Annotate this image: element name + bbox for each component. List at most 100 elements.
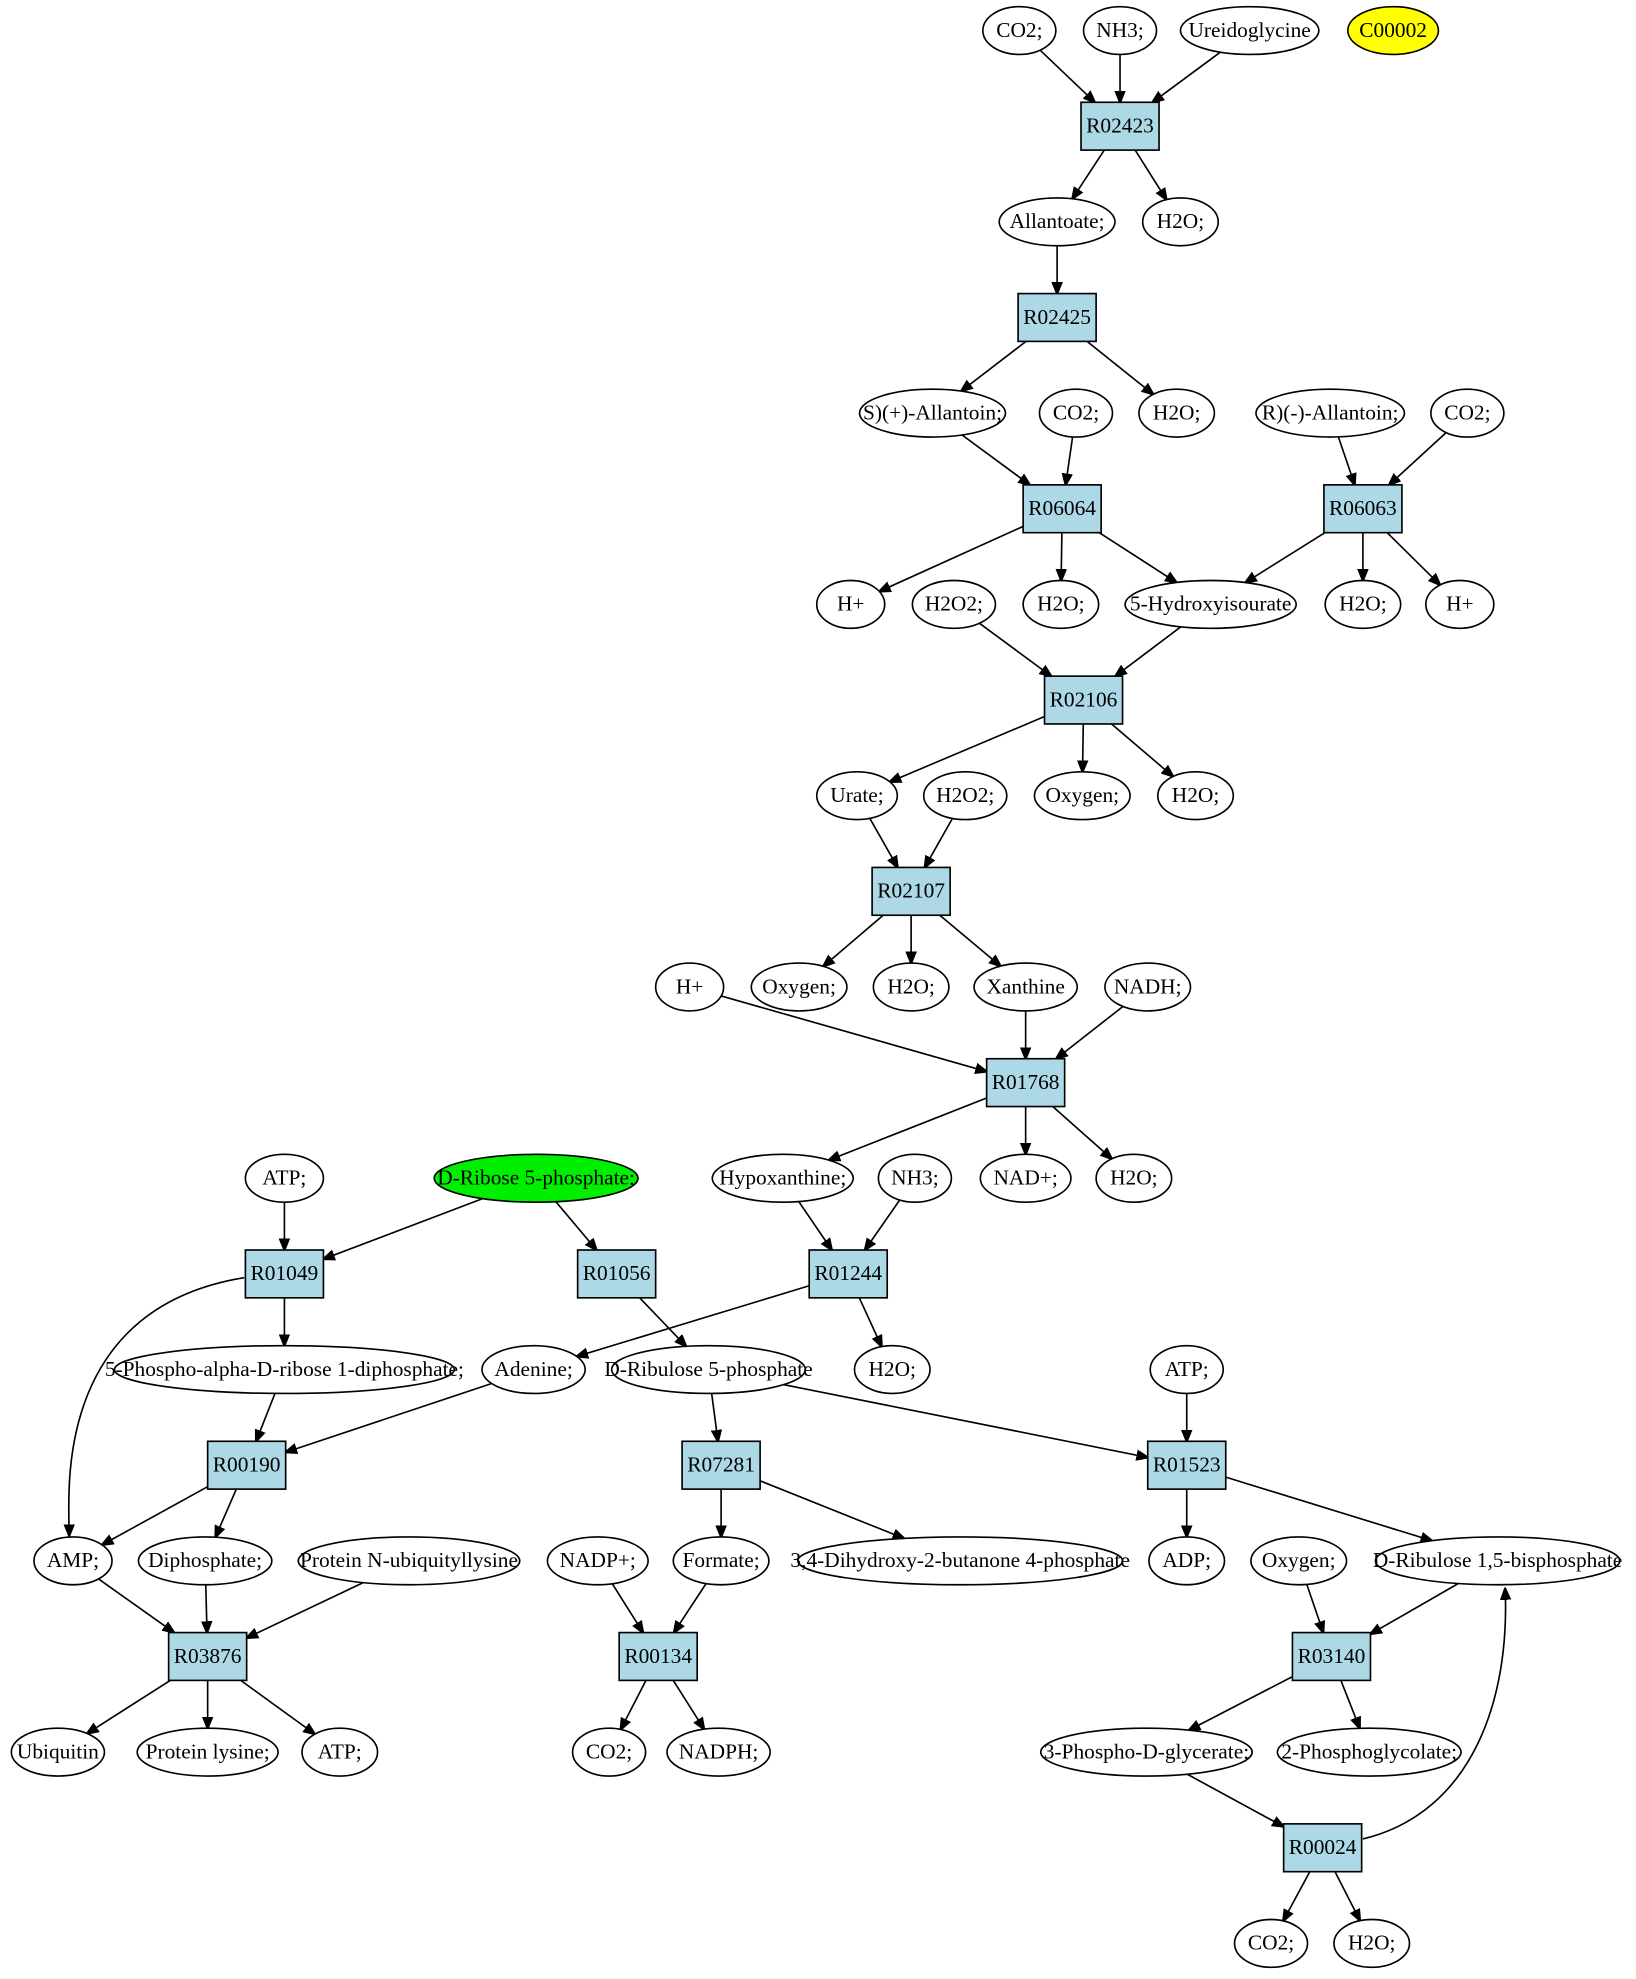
edge-r02106-to-h2o_5 <box>1111 723 1173 776</box>
node-label: R00190 <box>213 1452 281 1476</box>
compound-ellipse <box>1022 579 1100 630</box>
compound-ellipse <box>1346 5 1440 56</box>
compound-node-adenine[interactable]: Adenine; <box>481 1344 587 1395</box>
reaction-node-r00024[interactable]: R00024 <box>1282 1823 1363 1873</box>
compound-node-ureidoglycine[interactable]: Ureidoglycine <box>1179 5 1320 56</box>
compound-node-protein_lysine[interactable]: Protein lysine; <box>136 1727 279 1777</box>
compound-node-co2_3[interactable]: CO2; <box>1430 388 1505 438</box>
reaction-node-r00190[interactable]: R00190 <box>206 1440 287 1490</box>
reaction-box <box>681 1440 761 1490</box>
compound-node-h2o_5[interactable]: H2O; <box>1156 770 1235 821</box>
compound-ellipse <box>1276 1727 1462 1777</box>
compound-node-allantoate[interactable]: Allantoate; <box>998 197 1116 247</box>
compound-node-nh3_2[interactable]: NH3; <box>877 1153 953 1203</box>
edge-r02107-to-oxygen_2 <box>823 914 884 966</box>
compound-node-hplus_1[interactable]: H+ <box>815 579 886 630</box>
compound-ellipse <box>654 962 725 1012</box>
reaction-box <box>1022 484 1102 534</box>
compound-node-h2o_1[interactable]: H2O; <box>1141 197 1220 247</box>
compound-node-formate[interactable]: Formate; <box>672 1536 770 1586</box>
compound-node-hplus_2[interactable]: H+ <box>1425 579 1495 630</box>
reaction-box <box>576 1249 657 1299</box>
node-label: R06063 <box>1329 496 1397 520</box>
compound-node-adp[interactable]: ADP; <box>1148 1536 1226 1586</box>
compound-node-hypoxanthine[interactable]: Hypoxanthine; <box>711 1153 855 1203</box>
node-label: R01768 <box>992 1070 1060 1094</box>
compound-node-hydroxyisourate[interactable]: 5-Hydroxyisourate <box>1124 579 1298 630</box>
compound-node-h2o2_2[interactable]: H2O2; <box>922 770 1008 821</box>
reaction-node-r03140[interactable]: R03140 <box>1291 1631 1372 1682</box>
compound-node-oxygen_3[interactable]: Oxygen; <box>1250 1536 1348 1586</box>
compound-node-oxygen_1[interactable]: Oxygen; <box>1033 770 1131 821</box>
reaction-node-r01056[interactable]: R01056 <box>576 1249 657 1299</box>
reaction-node-r01768[interactable]: R01768 <box>985 1057 1066 1108</box>
compound-ellipse <box>1156 770 1235 821</box>
compound-node-atp_2[interactable]: ATP; <box>1149 1344 1225 1395</box>
reaction-box <box>1080 101 1160 151</box>
compound-node-nadph[interactable]: NADPH; <box>666 1727 771 1777</box>
compound-node-co2_5[interactable]: CO2; <box>1233 1918 1309 1969</box>
compound-node-rubp[interactable]: D-Ribulose 1,5-bisphosphate <box>1373 1536 1622 1586</box>
compound-node-atp_3[interactable]: ATP; <box>301 1727 379 1777</box>
reaction-node-r06063[interactable]: R06063 <box>1323 484 1403 534</box>
reaction-node-r02425[interactable]: R02425 <box>1017 292 1097 343</box>
compound-node-h2o2_1[interactable]: H2O2; <box>911 579 997 630</box>
compound-node-h2o_4[interactable]: H2O; <box>1324 579 1402 630</box>
compound-node-h2o_6[interactable]: H2O; <box>872 962 950 1012</box>
compound-node-s_allantoin[interactable]: S)(+)-Allantoin; <box>858 388 1007 438</box>
compound-node-oxygen_2[interactable]: Oxygen; <box>750 962 848 1012</box>
reaction-node-r02423[interactable]: R02423 <box>1080 101 1160 151</box>
reaction-node-r06064[interactable]: R06064 <box>1022 484 1102 534</box>
compound-node-pga[interactable]: 3-Phospho-D-glycerate; <box>1039 1727 1253 1777</box>
edge-amp-to-r03876 <box>98 1578 175 1633</box>
compound-ellipse <box>10 1727 106 1777</box>
compound-ellipse <box>672 1536 770 1586</box>
compound-node-h2o_7[interactable]: H2O; <box>1095 1153 1173 1203</box>
edge-oxygen_3-to-r03140 <box>1306 1584 1323 1632</box>
compound-node-co2_4[interactable]: CO2; <box>571 1727 647 1777</box>
compound-node-nh3_1[interactable]: NH3; <box>1082 5 1158 56</box>
compound-node-amp[interactable]: AMP; <box>33 1536 113 1586</box>
compound-node-nadh[interactable]: NADH; <box>1104 962 1192 1012</box>
compound-node-prpp[interactable]: 5-Phospho-alpha-D-ribose 1-diphosphate; <box>105 1344 464 1395</box>
compound-node-phosphoglycolate[interactable]: 2-Phosphoglycolate; <box>1276 1727 1462 1777</box>
compound-node-r_allantoin[interactable]: R)(-)-Allantoin; <box>1255 388 1406 438</box>
compound-node-atp_1[interactable]: ATP; <box>244 1153 325 1203</box>
reaction-node-r01523[interactable]: R01523 <box>1146 1440 1227 1490</box>
reaction-node-r02106[interactable]: R02106 <box>1043 675 1124 725</box>
compound-node-diphosphate[interactable]: Diphosphate; <box>137 1536 273 1586</box>
reaction-node-r02107[interactable]: R02107 <box>871 866 951 917</box>
compound-node-ribose5p[interactable]: D-Ribose 5-phosphate; <box>433 1153 639 1203</box>
edge-nadh-to-r01768 <box>1056 1005 1124 1058</box>
compound-node-c00002[interactable]: C00002 <box>1346 5 1440 56</box>
compound-node-dhbp[interactable]: 3,4-Dihydroxy-2-butanone 4-phosphate <box>790 1536 1130 1586</box>
node-label: 5-Hydroxyisourate <box>1130 592 1291 616</box>
compound-node-h2o_9[interactable]: H2O; <box>1333 1918 1411 1969</box>
compound-ellipse <box>1179 5 1320 56</box>
compound-node-nadplus[interactable]: NAD+; <box>979 1153 1072 1203</box>
compound-node-ubiquitin[interactable]: Ubiquitin <box>10 1727 106 1777</box>
reaction-box <box>618 1631 699 1682</box>
compound-node-co2_1[interactable]: CO2; <box>982 5 1057 56</box>
compound-node-nadpplus[interactable]: NADP+; <box>546 1536 649 1586</box>
reaction-node-r03876[interactable]: R03876 <box>167 1631 248 1682</box>
compound-node-h2o_3[interactable]: H2O; <box>1022 579 1100 630</box>
reaction-node-r01049[interactable]: R01049 <box>244 1249 325 1299</box>
edge-diphosphate-to-r03876 <box>206 1584 207 1633</box>
compound-node-protein_ub[interactable]: Protein N-ubiquityllysine <box>297 1536 521 1586</box>
edge-r03876-to-ubiquitin <box>87 1679 171 1733</box>
node-label: Diphosphate; <box>148 1548 262 1572</box>
compound-node-ribulose5p[interactable]: D-Ribulose 5-phosphate <box>604 1344 813 1395</box>
compound-node-h2o_2[interactable]: H2O; <box>1138 388 1216 438</box>
compound-node-hplus_3[interactable]: H+ <box>654 962 725 1012</box>
reaction-node-r07281[interactable]: R07281 <box>681 1440 761 1490</box>
node-label: Oxygen; <box>762 974 836 998</box>
node-label: H2O; <box>1172 783 1220 807</box>
node-label: Oxygen; <box>1045 783 1119 807</box>
reaction-node-r01244[interactable]: R01244 <box>808 1249 889 1299</box>
compound-node-xanthine[interactable]: Xanthine <box>973 962 1079 1012</box>
compound-node-urate[interactable]: Urate; <box>815 770 899 821</box>
reaction-node-r00134[interactable]: R00134 <box>618 1631 699 1682</box>
compound-node-co2_2[interactable]: CO2; <box>1038 388 1114 438</box>
compound-node-h2o_8[interactable]: H2O; <box>853 1344 931 1395</box>
